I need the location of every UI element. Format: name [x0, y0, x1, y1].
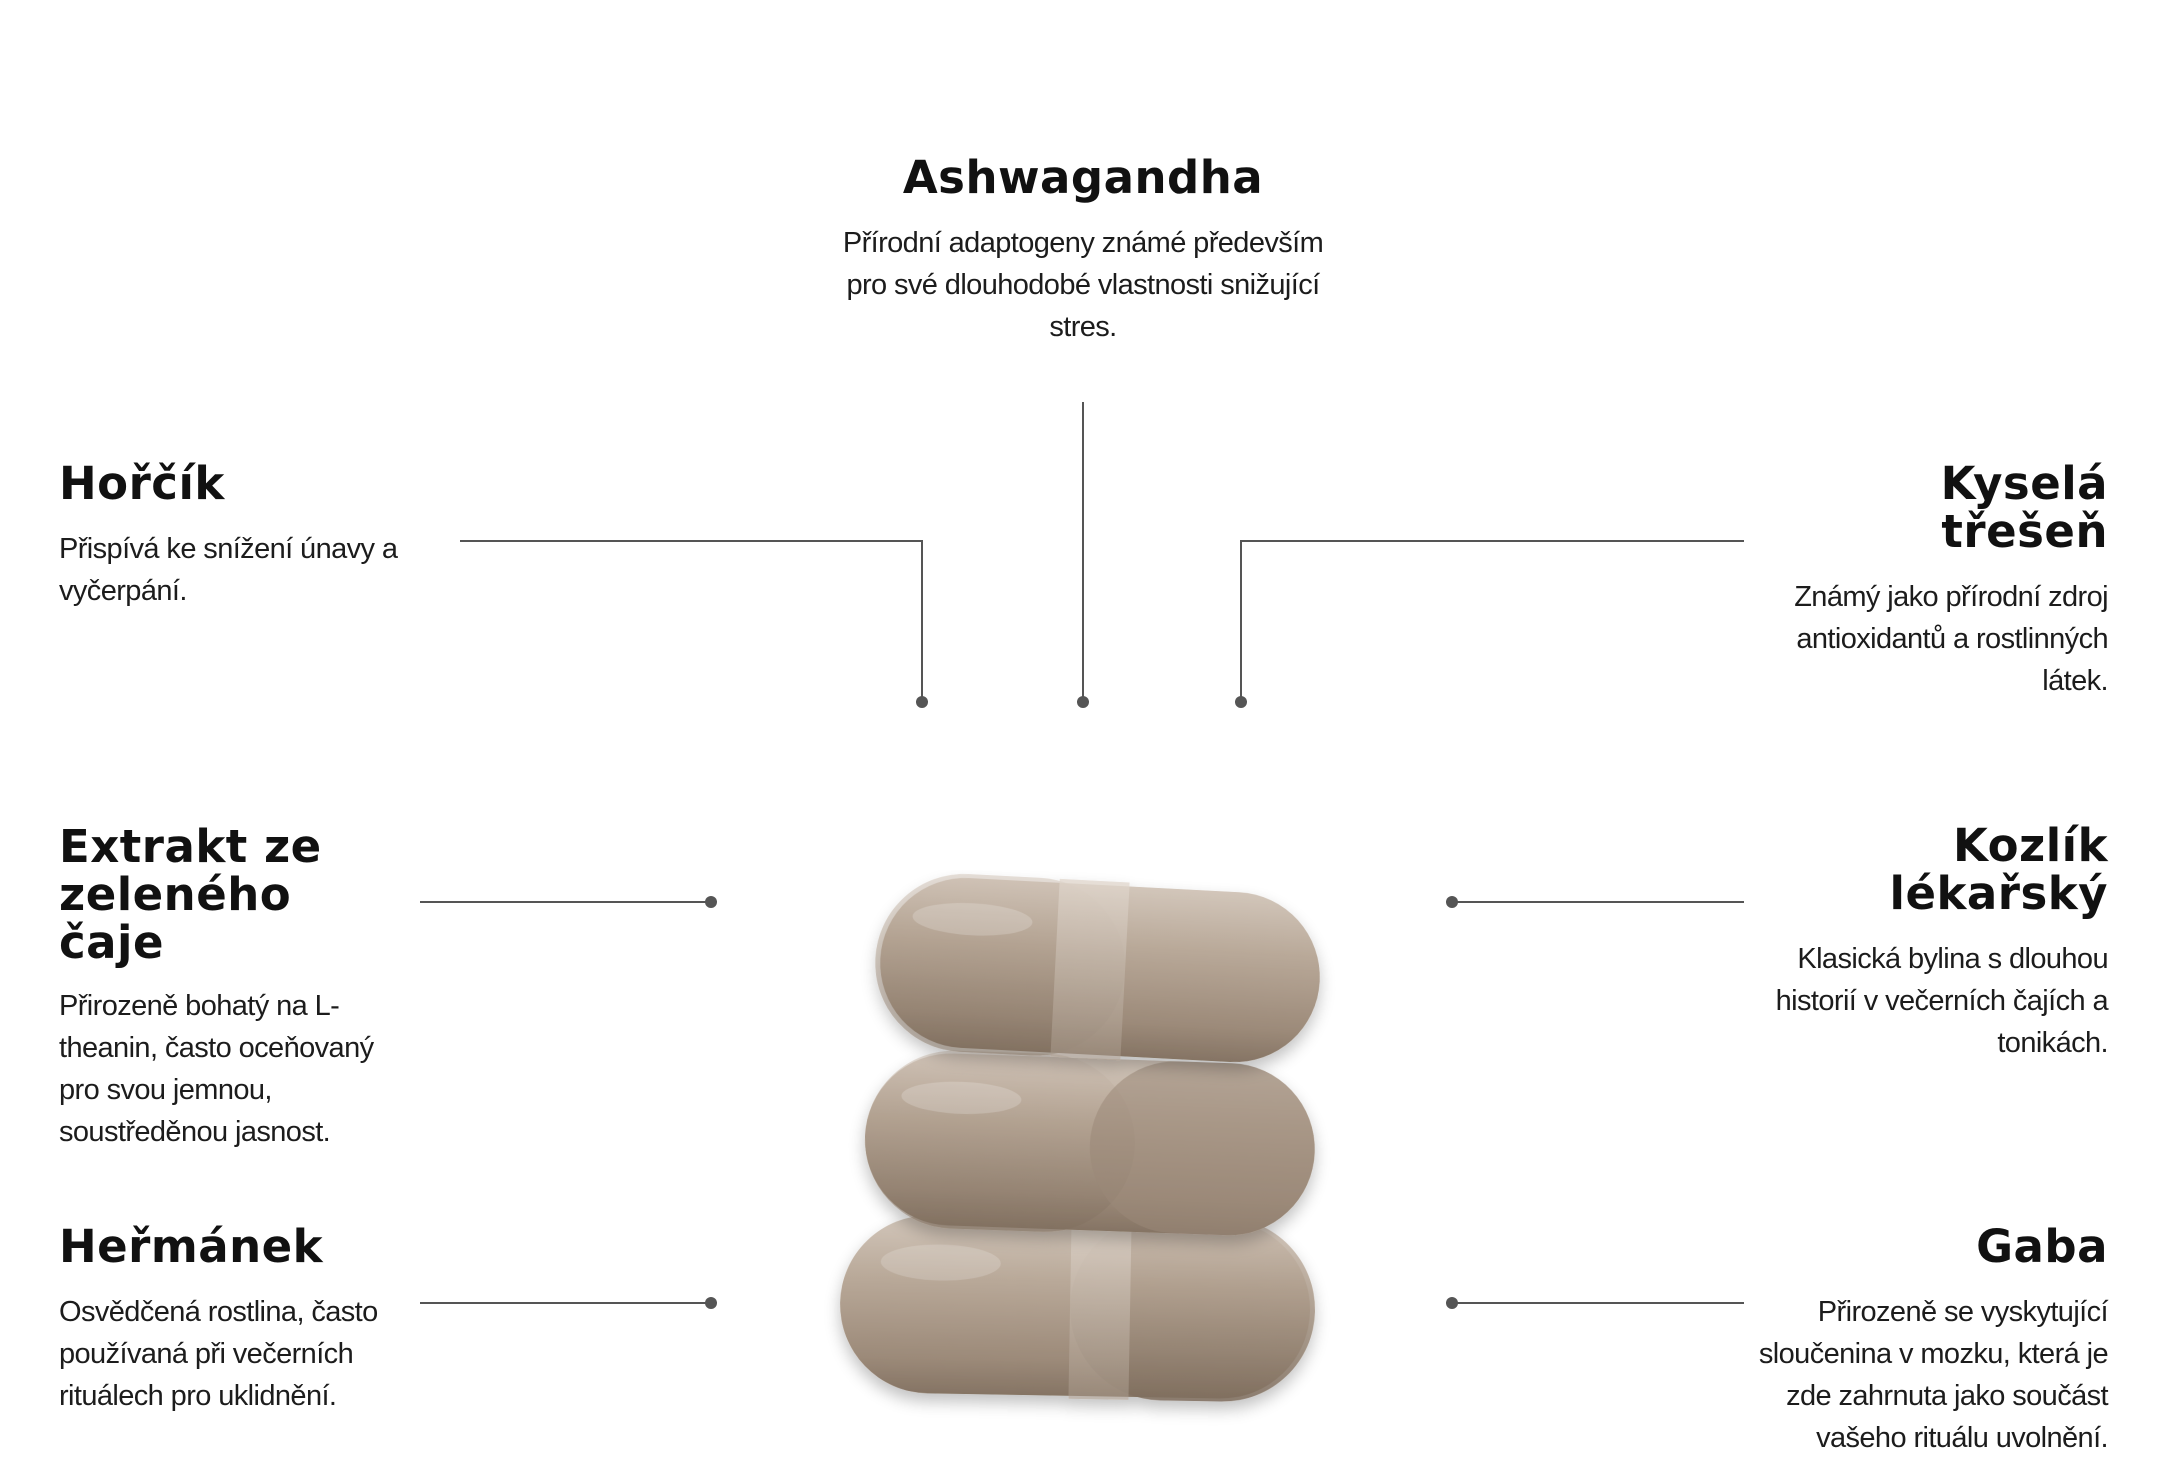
connector-dot-kysela-tresen	[1235, 696, 1247, 708]
capsule-middle	[864, 1050, 1315, 1236]
ingredient-title: Extrakt ze zeleného čaje	[59, 820, 322, 969]
connector-dot-kozlik	[1446, 896, 1458, 908]
ingredient-description: Přirozeně se vyskytující sloučenina v mo…	[1758, 1296, 2109, 1454]
ingredient-title: Heřmánek	[59, 1220, 324, 1273]
ingredient-title: Gaba	[1976, 1220, 2108, 1273]
connector-dot-hermanek	[705, 1297, 717, 1309]
ingredient-description: Přirozeně bohatý na L-theanin, často oce…	[59, 990, 374, 1148]
connector-horcik	[460, 540, 923, 700]
connector-dot-zeleny-caj	[705, 896, 717, 908]
ingredient-kysela-tresen: Kyselá třešeň Známý jako přírodní zdroj …	[1758, 460, 2108, 702]
capsules-image	[820, 870, 1340, 1430]
ingredient-description: Známý jako přírodní zdroj antioxidantů a…	[1794, 581, 2108, 697]
connector-dot-gaba	[1446, 1297, 1458, 1309]
ingredient-description: Osvědčená rostlina, často používaná při …	[59, 1296, 378, 1412]
ingredient-kozlik: Kozlík lékařský Klasická bylina s dlouho…	[1758, 819, 2109, 1064]
ingredient-hermanek: Heřmánek Osvědčená rostlina, často použí…	[59, 1223, 399, 1417]
capsule-bottom	[840, 1214, 1316, 1402]
ingredient-zeleny-caj: Extrakt ze zeleného čaje Přirozeně bohat…	[59, 823, 399, 1153]
ingredient-gaba: Gaba Přirozeně se vyskytující sloučenina…	[1738, 1220, 2109, 1459]
connector-dot-horcik	[916, 696, 928, 708]
connector-kysela-tresen	[1240, 540, 1744, 700]
connector-dot-ashwagandha	[1077, 696, 1089, 708]
ingredient-title: Kyselá třešeň	[1940, 457, 2108, 558]
ingredient-description: Klasická bylina s dlouhou historií v več…	[1775, 943, 2109, 1059]
ingredient-description: Přispívá ke snížení únavy a vyčerpání.	[59, 533, 398, 607]
ingredient-title: Hořčík	[59, 457, 225, 510]
capsule-top	[875, 873, 1320, 1063]
ingredient-title: Ashwagandha	[902, 151, 1264, 204]
ingredient-description: Přírodní adaptogeny známé především pro …	[842, 227, 1324, 343]
ingredient-ashwagandha: Ashwagandha Přírodní adaptogeny známé př…	[838, 154, 1328, 348]
ingredient-horcik: Hořčík Přispívá ke snížení únavy a vyčer…	[59, 460, 409, 612]
ingredient-title: Kozlík lékařský	[1889, 819, 2108, 920]
